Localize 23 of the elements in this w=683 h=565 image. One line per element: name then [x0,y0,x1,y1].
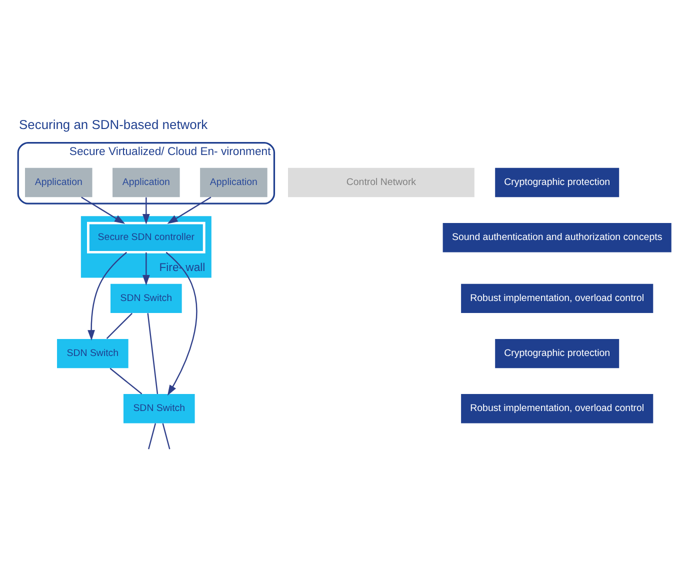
node-box: Secure SDN controller [87,222,206,254]
node-box: Robust implementation, overload control [461,394,654,424]
node-box: SDN Switch [57,338,128,368]
arrow [142,252,150,286]
node-box: Control Network [288,168,474,198]
node-box: SDN Switch [110,284,182,313]
connector [110,368,142,394]
connector [147,313,158,394]
node-box: Robust implementation, overload control [461,284,654,313]
arrow [142,197,150,225]
arrow [88,252,127,341]
node-box: Cryptographic protection [495,338,620,368]
node-box: Application [200,168,268,198]
node-box: SDN Switch [123,394,195,424]
connector [106,312,133,339]
connector [148,423,156,450]
arrow [166,252,198,396]
node-box: Cryptographic protection [495,168,620,198]
node-box: Application [112,168,180,198]
connector [162,423,170,450]
node-box: Sound authentication and authorization concepts [442,223,672,252]
node-box: Application [25,168,92,198]
diagram-title: Securing an SDN-based network [19,116,208,132]
